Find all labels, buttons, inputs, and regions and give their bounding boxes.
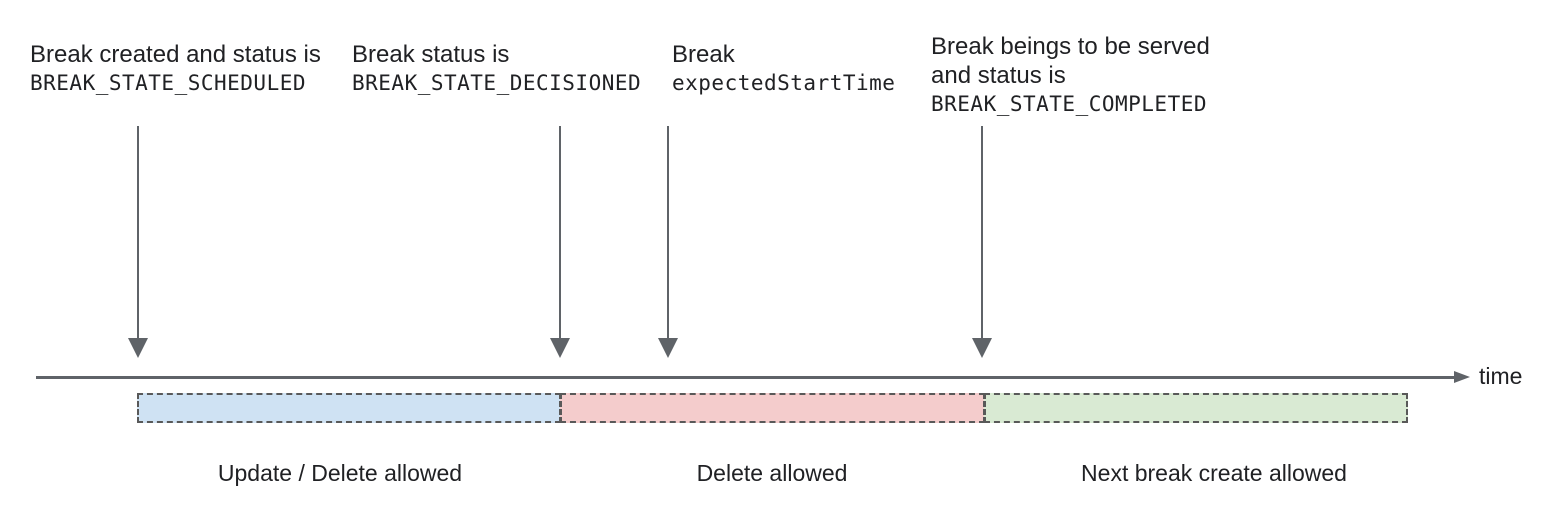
arrow-shaft: [981, 126, 983, 338]
down-arrowhead-icon: [972, 338, 992, 358]
annotation-code: BREAK_STATE_COMPLETED: [931, 92, 1208, 116]
annotation-break-scheduled: Break created and status is BREAK_STATE_…: [30, 40, 321, 98]
down-arrow-completed: [972, 126, 992, 358]
annotation-break-decisioned: Break status is BREAK_STATE_DECISIONED: [352, 40, 641, 98]
down-arrow-decisioned: [550, 126, 570, 358]
annotation-text: Break created and status is: [30, 41, 321, 68]
down-arrow-scheduled: [128, 126, 148, 358]
time-axis-line: [36, 376, 1456, 379]
arrow-shaft: [667, 126, 669, 338]
down-arrow-expected-start: [658, 126, 678, 358]
segment-delete-allowed: [560, 393, 985, 423]
down-arrowhead-icon: [550, 338, 570, 358]
segment-label-delete: Delete allowed: [696, 460, 848, 486]
down-arrowhead-icon: [658, 338, 678, 358]
annotation-code: BREAK_STATE_DECISIONED: [352, 71, 642, 95]
annotation-code: expectedStartTime: [672, 71, 896, 95]
annotation-text: Break status is: [352, 41, 510, 68]
annotation-text: Break beings to be served: [931, 33, 1210, 60]
arrow-shaft: [137, 126, 139, 338]
segment-label-update-delete: Update / Delete allowed: [217, 460, 463, 486]
segment-next-break-create-allowed: [984, 393, 1408, 423]
arrow-shaft: [559, 126, 561, 338]
right-arrowhead-icon: [1454, 371, 1470, 383]
annotation-text: Break: [672, 41, 735, 68]
annotation-text: and status is: [931, 62, 1066, 89]
time-axis-label: time: [1479, 363, 1523, 389]
segment-label-next-break: Next break create allowed: [1081, 460, 1347, 486]
segment-update-delete-allowed: [137, 393, 561, 423]
annotation-break-completed: Break beings to be served and status is …: [931, 32, 1210, 119]
down-arrowhead-icon: [128, 338, 148, 358]
annotation-expected-start-time: Break expectedStartTime: [672, 40, 895, 98]
annotation-code: BREAK_STATE_SCHEDULED: [30, 71, 307, 95]
